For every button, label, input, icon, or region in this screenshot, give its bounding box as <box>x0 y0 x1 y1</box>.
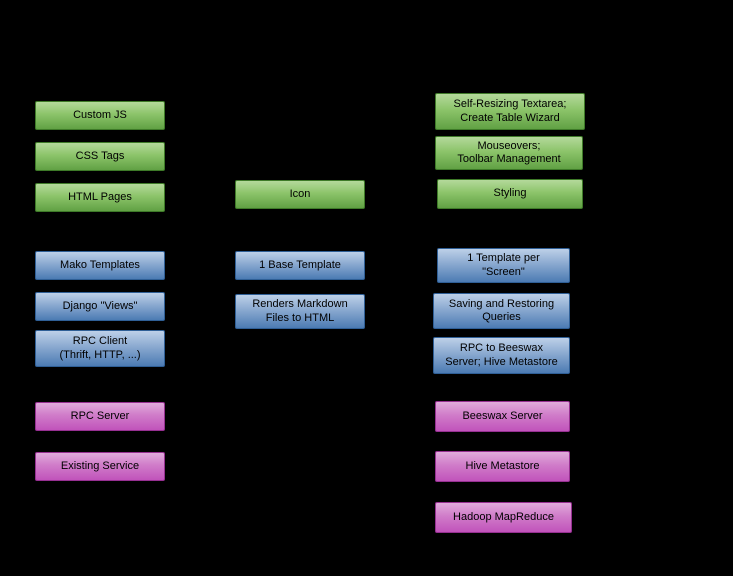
box-1-base-template: 1 Base Template <box>235 251 365 280</box>
box-label: Custom JS <box>73 108 127 121</box>
box-label: Mako Templates <box>60 258 140 271</box>
box-label: RPC Server <box>70 409 130 422</box>
box-label: 1 Base Template <box>259 258 341 271</box>
box-self-resizing-textarea: Self-Resizing Textarea; Create Table Wiz… <box>435 93 585 130</box>
box-custom-js: Custom JS <box>35 101 165 130</box>
box-label: Saving and Restoring Queries <box>448 297 555 323</box>
box-label: Hive Metastore <box>465 459 540 472</box>
box-label: Renders Markdown Files to HTML <box>252 298 348 324</box>
box-hadoop-mapreduce: Hadoop MapReduce <box>435 502 572 533</box>
box-html-pages: HTML Pages <box>35 183 165 212</box>
box-renders-markdown: Renders Markdown Files to HTML <box>235 294 365 329</box>
box-label: 1 Template per "Screen" <box>467 252 540 278</box>
box-label: CSS Tags <box>75 149 125 162</box>
box-css-tags: CSS Tags <box>35 142 165 171</box>
box-rpc-to-beeswax: RPC to Beeswax Server; Hive Metastore <box>433 337 570 374</box>
box-label: Self-Resizing Textarea; Create Table Wiz… <box>453 98 567 124</box>
box-rpc-server: RPC Server <box>35 402 165 431</box>
box-mouseovers-toolbar: Mouseovers; Toolbar Management <box>435 136 583 170</box>
box-existing-service: Existing Service <box>35 452 165 481</box>
box-label: Mouseovers; Toolbar Management <box>457 139 561 165</box>
box-hive-metastore: Hive Metastore <box>435 451 570 482</box>
box-1-template-per-screen: 1 Template per "Screen" <box>437 248 570 283</box>
box-label: Beeswax Server <box>462 409 543 422</box>
box-label: Django "Views" <box>62 299 138 312</box>
box-label: HTML Pages <box>68 190 132 203</box>
box-mako-templates: Mako Templates <box>35 251 165 280</box>
box-django-views: Django "Views" <box>35 292 165 321</box>
box-saving-restoring-queries: Saving and Restoring Queries <box>433 293 570 329</box>
box-label: RPC to Beeswax Server; Hive Metastore <box>445 342 558 368</box>
box-styling: Styling <box>437 179 583 209</box>
box-beeswax-server: Beeswax Server <box>435 401 570 432</box>
box-label: Hadoop MapReduce <box>453 510 554 523</box>
box-icon: Icon <box>235 180 365 209</box>
box-label: Icon <box>289 187 311 200</box>
box-rpc-client: RPC Client (Thrift, HTTP, ...) <box>35 330 165 367</box>
box-label: RPC Client (Thrift, HTTP, ...) <box>59 335 141 361</box>
box-label: Existing Service <box>60 459 140 472</box>
box-label: Styling <box>493 187 527 200</box>
